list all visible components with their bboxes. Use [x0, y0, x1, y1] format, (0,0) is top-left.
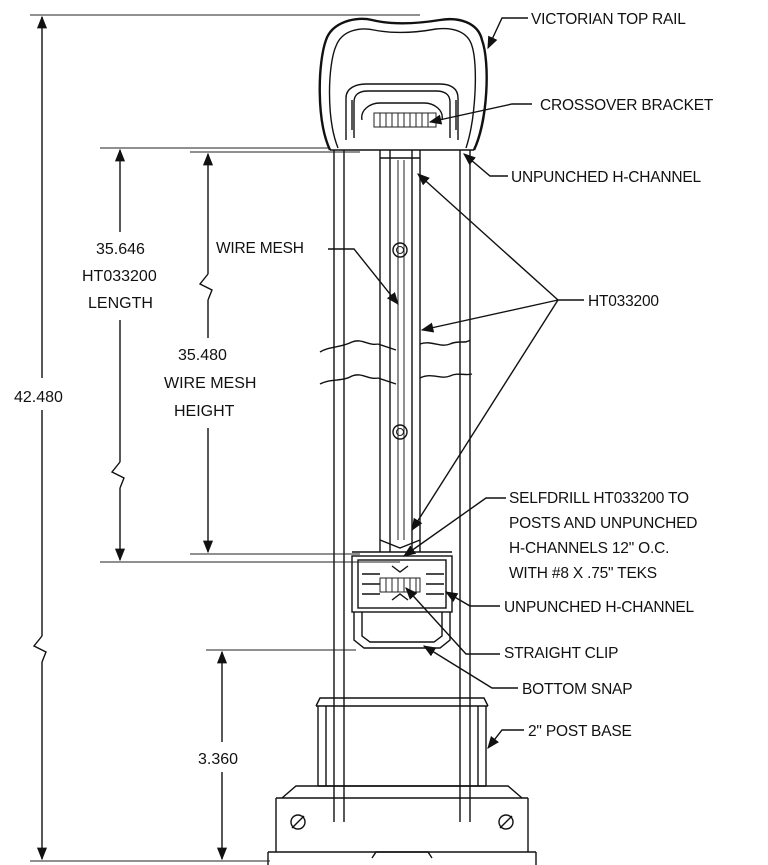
- svg-text:H-CHANNELS 12" O.C.: H-CHANNELS 12" O.C.: [509, 540, 669, 557]
- label-victorian-top-rail: VICTORIAN TOP RAIL: [487, 11, 686, 50]
- label-ht033200: HT033200: [411, 173, 660, 532]
- svg-text:SELFDRILL HT033200 TO: SELFDRILL HT033200 TO: [509, 490, 689, 507]
- crossover-bracket: [345, 83, 459, 140]
- svg-text:CROSSOVER BRACKET: CROSSOVER BRACKET: [540, 97, 714, 114]
- dimension-ht-label: HT033200: [82, 268, 157, 285]
- dimension-42-480: 42.480: [14, 389, 63, 406]
- svg-text:BOTTOM SNAP: BOTTOM SNAP: [522, 681, 632, 698]
- top-rail: [318, 17, 488, 151]
- break-lines: [319, 339, 473, 385]
- svg-text:WITH #8 X .75" TEKS: WITH #8 X .75" TEKS: [509, 565, 657, 582]
- label-straight-clip: STRAIGHT CLIP: [405, 587, 618, 662]
- svg-text:UNPUNCHED H-CHANNEL: UNPUNCHED H-CHANNEL: [511, 169, 702, 186]
- dimension-mesh-height: 35.480 WIRE MESH HEIGHT: [164, 151, 360, 555]
- dimension-wire-mesh-label: WIRE MESH: [164, 375, 256, 392]
- dimension-35-480: 35.480: [178, 347, 227, 364]
- dimension-length-label: LENGTH: [88, 295, 153, 312]
- label-bottom-snap: BOTTOM SNAP: [422, 645, 633, 698]
- dimension-overall: 42.480: [14, 14, 420, 862]
- dimension-base-height: 3.360: [198, 649, 356, 861]
- label-unpunched-h-channel-bottom: UNPUNCHED H-CHANNEL: [444, 591, 695, 616]
- ht033200-channel: [352, 150, 452, 553]
- svg-text:WIRE MESH: WIRE MESH: [216, 240, 304, 257]
- dimension-ht-length: 35.646 HT033200 LENGTH: [82, 147, 400, 563]
- label-selfdrill-note: SELFDRILL HT033200 TO POSTS AND UNPUNCHE…: [402, 490, 697, 582]
- svg-text:2" POST BASE: 2" POST BASE: [528, 723, 632, 740]
- svg-text:POSTS AND UNPUNCHED: POSTS AND UNPUNCHED: [509, 515, 697, 532]
- bottom-assembly: [351, 555, 453, 649]
- svg-text:HT033200: HT033200: [588, 293, 659, 310]
- svg-text:VICTORIAN TOP RAIL: VICTORIAN TOP RAIL: [531, 11, 686, 28]
- label-unpunched-h-channel-top: UNPUNCHED H-CHANNEL: [463, 153, 702, 186]
- dimension-35-646: 35.646: [96, 241, 145, 258]
- svg-text:STRAIGHT CLIP: STRAIGHT CLIP: [504, 645, 618, 662]
- post-base: [267, 697, 537, 865]
- dimension-height-label: HEIGHT: [174, 403, 235, 420]
- dimension-3-360: 3.360: [198, 751, 238, 768]
- post-walls: [333, 150, 471, 822]
- label-crossover-bracket: CROSSOVER BRACKET: [428, 97, 714, 125]
- label-post-base: 2" POST BASE: [487, 723, 632, 749]
- svg-text:UNPUNCHED H-CHANNEL: UNPUNCHED H-CHANNEL: [504, 599, 695, 616]
- label-wire-mesh: WIRE MESH: [216, 240, 399, 305]
